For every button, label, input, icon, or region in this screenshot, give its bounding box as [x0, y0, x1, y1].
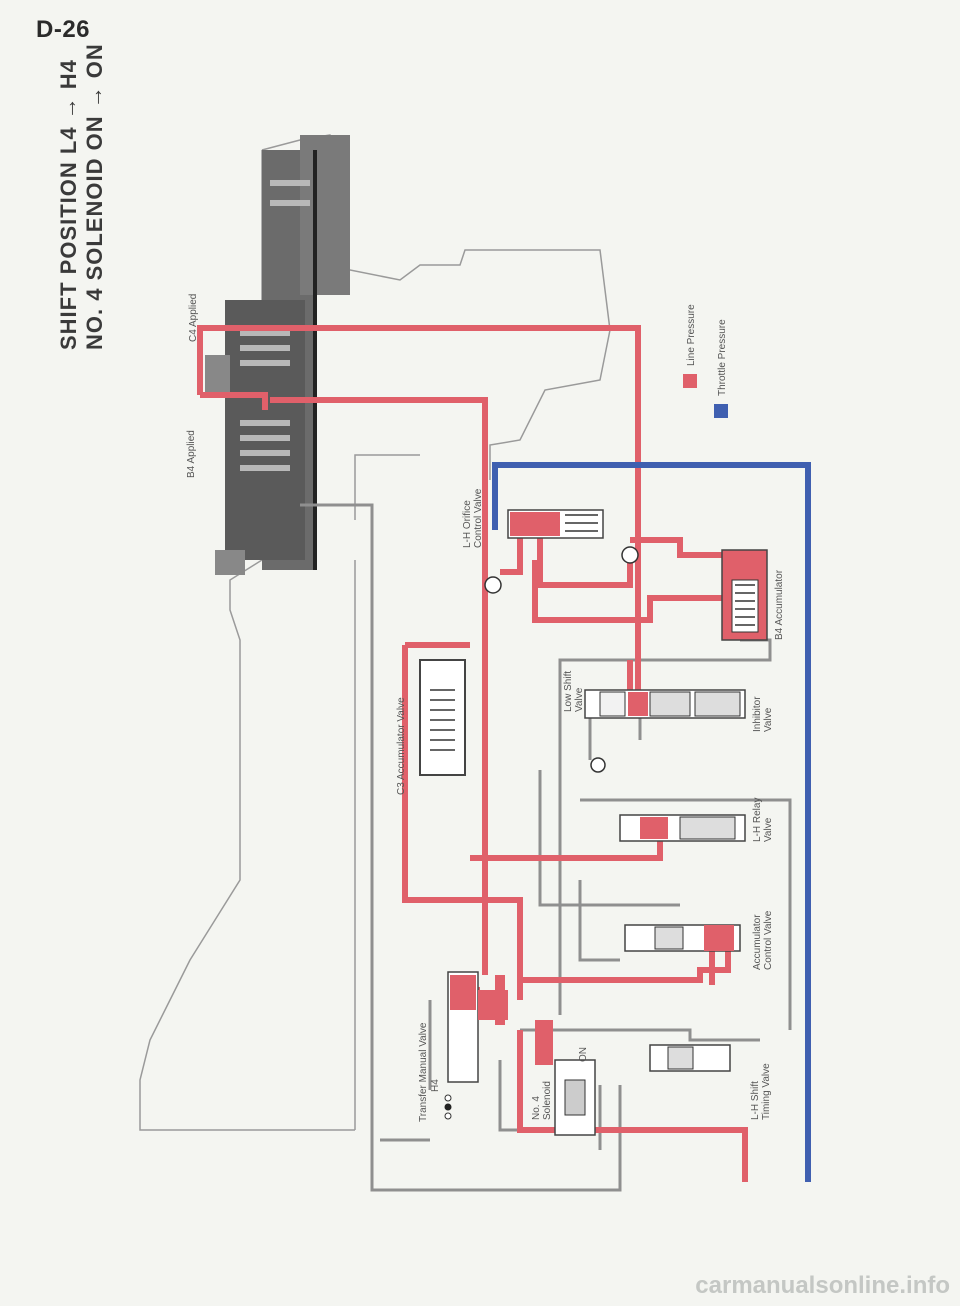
b4-accumulator-body	[721, 549, 768, 641]
lh-orifice-control-valve	[507, 509, 604, 539]
lh-relay-valve-label: L-H Relay Valve	[752, 797, 774, 842]
transfer-manual-valve-label: Transfer Manual Valve	[418, 1022, 429, 1123]
h4-label: H4	[430, 1079, 441, 1092]
c3-accumulator-valve-label: C3 Accumulator Valve	[396, 697, 407, 795]
c4-applied-label: C4 Applied	[188, 293, 199, 342]
line-pressure-lines	[197, 325, 748, 1182]
lh-orifice-control-valve-label: L-H Orifice Control Valve	[462, 488, 484, 548]
check-balls	[484, 546, 639, 773]
accumulator-control-valve	[624, 924, 741, 952]
b4-applied-label: B4 Applied	[186, 430, 197, 478]
low-shift-and-inhibitor-valve	[584, 689, 746, 719]
watermark: carmanualsonline.info	[695, 1272, 950, 1299]
lh-shift-timing-valve-label: L-H Shift Timing Valve	[750, 1063, 772, 1120]
inhibitor-valve-label: Inhibitor Valve	[752, 696, 774, 732]
throttle-pressure-lines	[492, 462, 811, 1182]
lh-shift-timing-valve-body	[649, 1044, 731, 1072]
low-shift-valve-label: Low Shift Valve	[563, 670, 585, 712]
b4-accumulator-label: B4 Accumulator	[774, 569, 785, 640]
throttle-pressure-swatch	[714, 404, 728, 418]
page-number: D-26	[36, 16, 91, 43]
transfer-manual-valve-body	[447, 971, 508, 1083]
throttle-pressure-label: Throttle Pressure	[717, 319, 728, 396]
no4-solenoid-label: No. 4 Solenoid	[531, 1081, 553, 1120]
line-pressure-label: Line Pressure	[686, 304, 697, 366]
c3-accumulator-body	[419, 659, 466, 776]
no4-solenoid-body	[535, 1020, 596, 1136]
solenoid-on-label: ON	[578, 1047, 589, 1062]
h4-position-dots	[444, 1094, 452, 1120]
lh-relay-valve	[619, 814, 746, 842]
line-pressure-swatch	[683, 374, 697, 388]
transmission-cross-section	[205, 135, 350, 575]
accumulator-control-valve-label: Accumulator Control Valve	[752, 910, 774, 970]
